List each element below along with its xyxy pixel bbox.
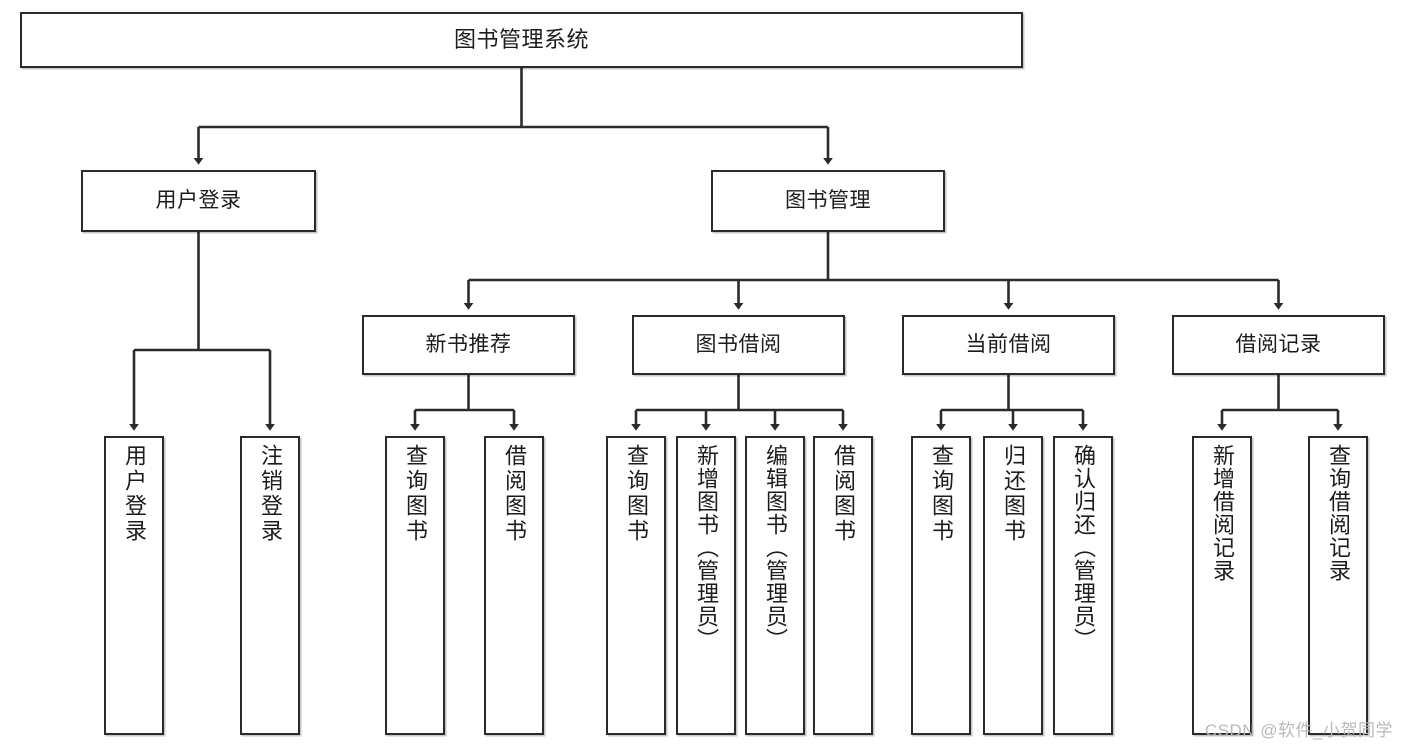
node-book-borrow[interactable]: 图书借阅 [632,315,845,375]
node-borrow-record[interactable]: 借阅记录 [1172,315,1385,375]
node-leaf-return-book-label: 归还图书 [1001,444,1026,544]
csdn-watermark: CSDN @软件_小贺同学 [1204,721,1393,740]
node-leaf-query-record-label: 查询借阅记录 [1326,444,1351,582]
node-leaf-user-login[interactable]: 用户登录 [104,436,164,735]
node-book-manage[interactable]: 图书管理 [711,170,945,232]
node-current-borrow[interactable]: 当前借阅 [902,315,1115,375]
node-user-login[interactable]: 用户登录 [81,170,316,232]
node-leaf-edit-book-label: 编辑图书（管理员） [763,444,788,651]
node-leaf-query-book-2-label: 查询图书 [624,444,649,544]
node-leaf-borrow-book-2[interactable]: 借阅图书 [813,436,873,735]
node-new-book-rec-label: 新书推荐 [425,332,512,356]
node-leaf-logout[interactable]: 注销登录 [240,436,300,735]
node-leaf-add-book[interactable]: 新增图书（管理员） [676,436,736,735]
node-leaf-borrow-book-1-label: 借阅图书 [502,444,527,544]
node-leaf-query-book-3[interactable]: 查询图书 [911,436,971,735]
node-root[interactable]: 图书管理系统 [20,12,1023,68]
node-root-label: 图书管理系统 [453,27,589,53]
node-leaf-return-book[interactable]: 归还图书 [983,436,1043,735]
node-new-book-rec[interactable]: 新书推荐 [362,315,575,375]
node-leaf-query-record[interactable]: 查询借阅记录 [1308,436,1368,735]
node-leaf-add-book-label: 新增图书（管理员） [694,444,719,651]
node-book-manage-label: 图书管理 [785,188,871,212]
node-leaf-query-book-1-label: 查询图书 [403,444,428,544]
node-current-borrow-label: 当前借阅 [965,332,1052,356]
node-borrow-record-label: 借阅记录 [1235,332,1322,356]
node-leaf-borrow-book-2-label: 借阅图书 [831,444,856,544]
node-leaf-borrow-book-1[interactable]: 借阅图书 [484,436,544,735]
node-user-login-label: 用户登录 [155,188,242,212]
node-leaf-query-book-1[interactable]: 查询图书 [385,436,445,735]
node-leaf-edit-book[interactable]: 编辑图书（管理员） [745,436,805,735]
node-leaf-confirm-return[interactable]: 确认归还（管理员） [1053,436,1113,735]
node-leaf-add-record[interactable]: 新增借阅记录 [1192,436,1252,735]
node-leaf-query-book-2[interactable]: 查询图书 [606,436,666,735]
node-book-borrow-label: 图书借阅 [695,332,782,356]
node-leaf-logout-label: 注销登录 [258,444,283,544]
node-leaf-add-record-label: 新增借阅记录 [1210,444,1235,582]
node-leaf-confirm-return-label: 确认归还（管理员） [1071,444,1096,651]
node-leaf-query-book-3-label: 查询图书 [929,444,954,544]
node-leaf-user-login-label: 用户登录 [122,444,147,544]
